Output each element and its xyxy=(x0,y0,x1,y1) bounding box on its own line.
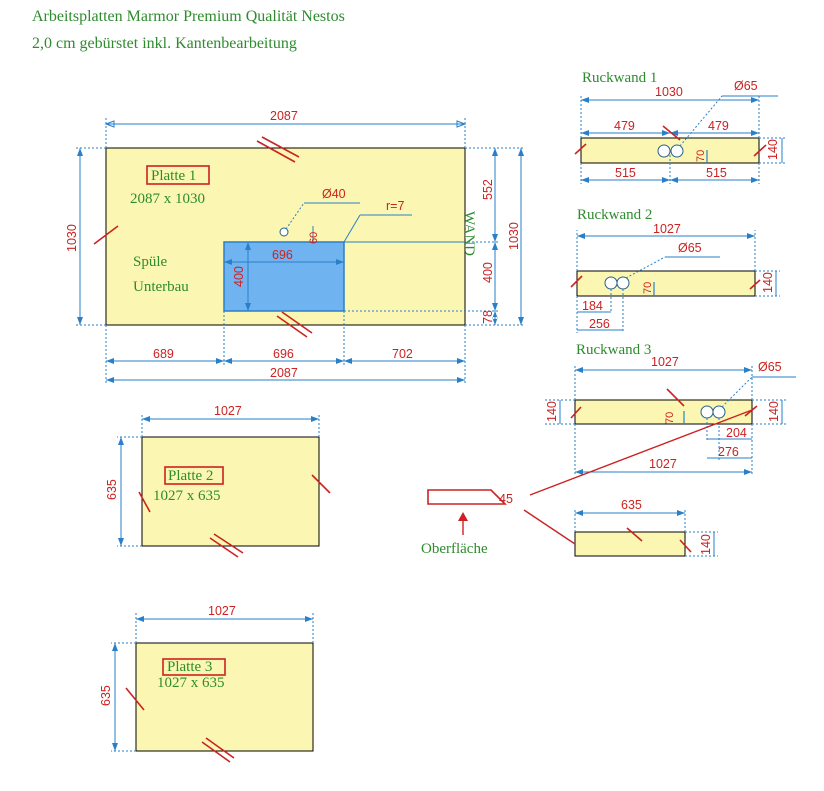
ruckwand-1-dim-515b: 515 xyxy=(706,166,727,180)
platte-1-dim-689: 689 xyxy=(153,347,174,361)
platte-3-dim-left: 635 xyxy=(99,685,113,706)
ruckwand-1-dim-479a: 479 xyxy=(614,119,635,133)
ruckwand-2-hole-diameter: Ø65 xyxy=(678,241,702,255)
tap-hole-offset: 60 xyxy=(308,232,320,244)
sink-radius: r=7 xyxy=(386,199,404,213)
ruckwand-3-dim-bottom: 1027 xyxy=(649,457,677,471)
tap-hole xyxy=(279,227,289,237)
platte-1-dim-left: 1030 xyxy=(65,224,79,252)
tap-hole-diameter: Ø40 xyxy=(322,187,346,201)
ruckwand-1-hole-2 xyxy=(670,144,684,158)
ruckwand-1-dim-total: 1030 xyxy=(655,85,683,99)
platte-1-dim-696: 696 xyxy=(273,347,294,361)
ruckwand-1-edge-markers xyxy=(574,125,767,157)
ruckwand-4-dim-height: 140 xyxy=(699,534,713,555)
platte-1-dim-552: 552 xyxy=(481,179,495,200)
platte-3: 1027 635 Platte 3 1027 x 635 xyxy=(99,604,314,763)
platte-2-slab xyxy=(141,436,320,547)
title-line-1: Arbeitsplatten Marmor Premium Qualität N… xyxy=(32,8,345,25)
ruckwand-2-dim-256: 256 xyxy=(589,317,610,331)
sink-dim-depth: 400 xyxy=(232,266,246,287)
ruckwand-3-dim-204: 204 xyxy=(726,426,747,440)
ruckwand-2-dim-total: 1027 xyxy=(653,222,681,236)
platte-1-edge-markers xyxy=(93,136,313,338)
platte-1-name: Platte 1 xyxy=(151,168,196,184)
ruckwand-4-dim-width: 635 xyxy=(621,498,642,512)
ruckwand-2-dim-70: 70 xyxy=(642,282,654,294)
platte-2-dim-left: 635 xyxy=(105,479,119,500)
ruckwand-1-dim-479b: 479 xyxy=(708,119,729,133)
surface-profile: 45 Oberfläche xyxy=(421,409,753,557)
platte-2-edge-markers xyxy=(138,474,331,558)
ruckwand-1: Ruckwand 1 1030 479 479 Ø65 70 515 515 1… xyxy=(574,70,786,184)
sink-dim-width: 696 xyxy=(272,248,293,262)
platte-1-name-box xyxy=(146,165,210,185)
platte-1-dim-bottom-total: 2087 xyxy=(270,366,298,380)
sink-label-1: Spüle xyxy=(133,254,168,270)
ruckwand-2-dim-184: 184 xyxy=(582,299,603,313)
ruckwand-3-dim-total: 1027 xyxy=(651,355,679,369)
ruckwand-1-name: Ruckwand 1 xyxy=(582,70,657,86)
platte-3-edge-markers xyxy=(125,687,235,763)
ruckwand-3: Ruckwand 3 1027 Ø65 70 140 140 204 276 1… xyxy=(545,342,796,476)
edge-profile-shape xyxy=(427,489,507,505)
platte-2-dim-top: 1027 xyxy=(214,404,242,418)
platte-2-name: Platte 2 xyxy=(168,468,213,484)
platte-3-dim-top: 1027 xyxy=(208,604,236,618)
ruckwand-1-dim-70: 70 xyxy=(695,150,707,162)
ruckwand-4: 635 140 xyxy=(574,498,718,557)
ruckwand-3-name: Ruckwand 3 xyxy=(576,342,651,358)
ruckwand-2-name: Ruckwand 2 xyxy=(577,207,652,223)
wall-label: WAND xyxy=(461,211,477,256)
platte-1: 2087 1030 1030 552 400 78 WAND 689 696 7… xyxy=(65,109,525,385)
ruckwand-3-dim-70: 70 xyxy=(664,412,676,424)
platte-2: 1027 635 Platte 2 1027 x 635 xyxy=(105,404,331,558)
ruckwand-4-strip xyxy=(574,531,686,557)
ruckwand-3-dim-height-left: 140 xyxy=(545,401,559,422)
sink-cutout xyxy=(223,241,345,312)
ruckwand-2-hole-1 xyxy=(604,276,618,290)
platte-1-dim-702: 702 xyxy=(392,347,413,361)
ruckwand-2: Ruckwand 2 1027 Ø65 70 184 256 140 xyxy=(570,207,780,333)
ruckwand-3-hole-1 xyxy=(700,405,714,419)
platte-3-name: Platte 3 xyxy=(167,659,212,675)
platte-3-size: 1027 x 635 xyxy=(157,675,225,691)
ruckwand-4-edge-markers xyxy=(626,527,692,553)
ruckwand-2-edge-markers xyxy=(570,275,761,290)
surface-label: Oberfläche xyxy=(421,541,488,557)
title-line-2: 2,0 cm gebürstet inkl. Kantenbearbeitung xyxy=(32,35,297,52)
platte-1-dim-400: 400 xyxy=(481,262,495,283)
edge-profile-angle: 45 xyxy=(499,492,513,506)
platte-2-name-box xyxy=(164,466,224,485)
ruckwand-1-dim-515a: 515 xyxy=(615,166,636,180)
ruckwand-3-hole-diameter: Ø65 xyxy=(758,360,782,374)
ruckwand-2-hole-2 xyxy=(616,276,630,290)
platte-1-size: 2087 x 1030 xyxy=(130,191,205,207)
ruckwand-2-dim-height: 140 xyxy=(761,272,775,293)
ruckwand-3-hole-2 xyxy=(712,405,726,419)
platte-2-size: 1027 x 635 xyxy=(153,488,221,504)
ruckwand-1-hole-diameter: Ø65 xyxy=(734,79,758,93)
sink-label-2: Unterbau xyxy=(133,279,189,295)
platte-3-name-box xyxy=(162,658,226,676)
platte-1-dim-right-outer: 1030 xyxy=(507,222,521,250)
ruckwand-2-strip xyxy=(576,270,756,297)
ruckwand-3-dim-276: 276 xyxy=(718,445,739,459)
ruckwand-1-dim-height: 140 xyxy=(766,139,780,160)
platte-1-dim-78: 78 xyxy=(481,310,495,324)
platte-1-dim-top: 2087 xyxy=(270,109,298,123)
ruckwand-1-hole-1 xyxy=(657,144,671,158)
ruckwand-3-dim-height-right: 140 xyxy=(767,401,781,422)
